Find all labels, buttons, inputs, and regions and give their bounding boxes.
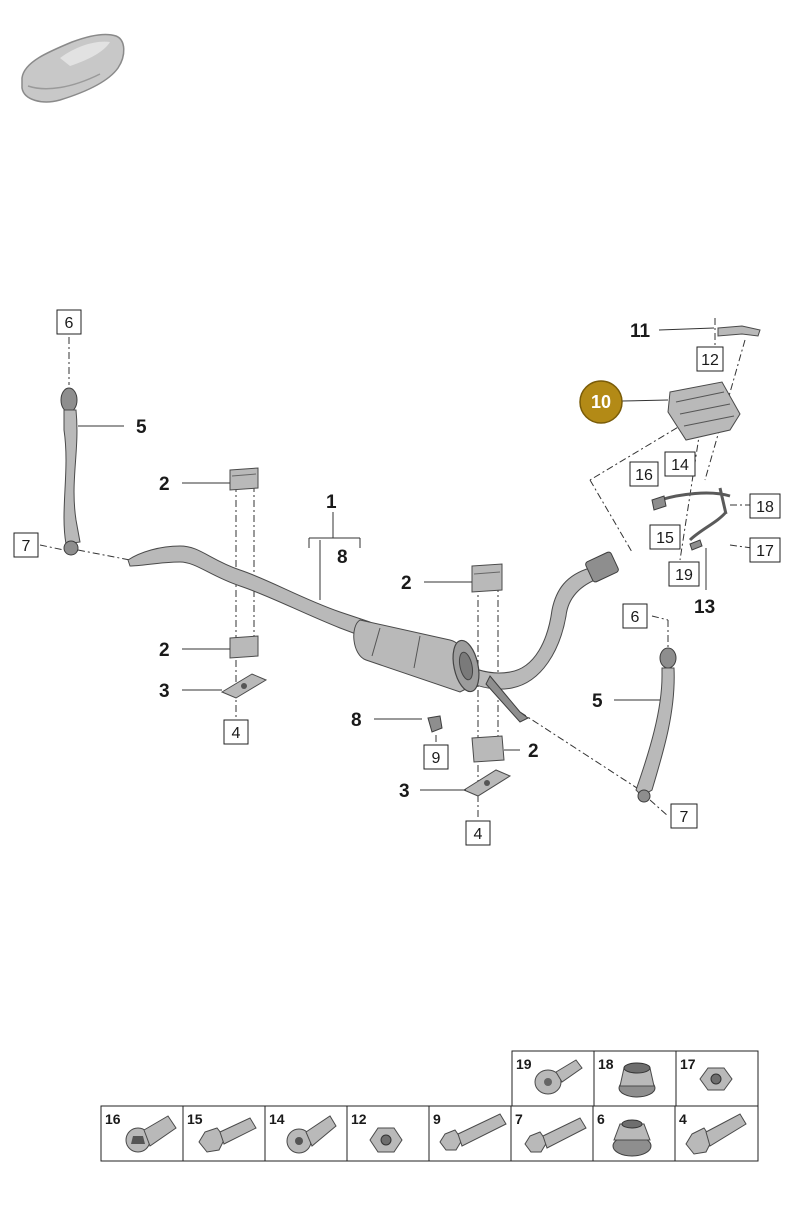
table-cell-label: 9 bbox=[433, 1111, 441, 1127]
box-4-right: 4 bbox=[474, 826, 483, 843]
callout-8-clip: 8 bbox=[351, 710, 362, 731]
callout-1: 1 bbox=[326, 492, 337, 513]
box-7-left: 7 bbox=[22, 538, 31, 555]
small-clip-9 bbox=[427, 715, 443, 733]
control-unit bbox=[667, 325, 761, 441]
hex-flange-bolt-icon bbox=[198, 1117, 257, 1153]
torx-bolt-icon bbox=[286, 1115, 337, 1154]
box-18: 18 bbox=[756, 499, 774, 516]
box-4-left: 4 bbox=[232, 725, 241, 742]
actuator-housing bbox=[353, 619, 480, 693]
table-cell-label: 14 bbox=[269, 1111, 285, 1127]
box-16: 16 bbox=[635, 467, 653, 484]
fastener-table: 19 18 17 16 15 14 12 9 7 6 4 bbox=[100, 1050, 759, 1162]
callout-13: 13 bbox=[694, 597, 715, 618]
flange-bolt-icon bbox=[685, 1113, 747, 1155]
callout-11: 11 bbox=[630, 321, 651, 342]
callout-5-right: 5 bbox=[592, 691, 603, 712]
callout-10: 10 bbox=[591, 392, 611, 412]
table-cell-label: 17 bbox=[680, 1056, 696, 1072]
callout-3-right: 3 bbox=[399, 781, 410, 802]
table-cell-label: 15 bbox=[187, 1111, 203, 1127]
callout-2-lower-right: 2 bbox=[528, 741, 539, 762]
table-cell-label: 16 bbox=[105, 1111, 121, 1127]
leader-lines bbox=[78, 327, 715, 791]
assembly-lines bbox=[39, 318, 753, 820]
box-9: 9 bbox=[432, 750, 441, 767]
hex-bolt-icon bbox=[524, 1117, 587, 1153]
table-cell-label: 4 bbox=[679, 1111, 687, 1127]
box-15: 15 bbox=[656, 530, 674, 547]
box-12: 12 bbox=[701, 352, 719, 369]
boxed-refs: 6 7 4 9 4 7 6 12 14 16 15 18 17 19 bbox=[13, 309, 781, 846]
callout-10-highlight: 10 bbox=[579, 380, 623, 424]
box-6-left: 6 bbox=[65, 315, 74, 332]
vehicle-thumbnail bbox=[21, 33, 125, 103]
flat-head-bolt-icon bbox=[534, 1059, 583, 1095]
mounting-brackets bbox=[220, 673, 512, 797]
box-14: 14 bbox=[671, 457, 689, 474]
callout-3-left: 3 bbox=[159, 681, 170, 702]
small-hex-nut-icon bbox=[369, 1127, 403, 1153]
callout-5-left: 5 bbox=[136, 417, 147, 438]
large-flange-nut-icon bbox=[612, 1119, 652, 1157]
stabilizer-bar bbox=[127, 545, 619, 723]
table-cell-label: 18 bbox=[598, 1056, 614, 1072]
callout-2-lower-left: 2 bbox=[159, 640, 170, 661]
wiring-harness bbox=[651, 487, 731, 551]
long-hex-bolt-icon bbox=[439, 1113, 507, 1151]
table-cell-label: 7 bbox=[515, 1111, 523, 1127]
box-6-right: 6 bbox=[631, 609, 640, 626]
box-17: 17 bbox=[756, 543, 774, 560]
box-7-right: 7 bbox=[680, 809, 689, 826]
table-cell-label: 12 bbox=[351, 1111, 367, 1127]
callout-2-upper-left: 2 bbox=[159, 474, 170, 495]
table-cell-label: 19 bbox=[516, 1056, 532, 1072]
box-19: 19 bbox=[675, 567, 693, 584]
barrel-nut-icon bbox=[125, 1115, 177, 1153]
coupling-links bbox=[60, 387, 677, 803]
table-cell-label: 6 bbox=[597, 1111, 605, 1127]
callout-8-bar: 8 bbox=[337, 547, 348, 568]
callout-2-upper-right: 2 bbox=[401, 573, 412, 594]
flange-nut-icon bbox=[618, 1062, 656, 1098]
rubber-bushings bbox=[229, 467, 505, 763]
hex-nut-icon bbox=[699, 1067, 733, 1091]
